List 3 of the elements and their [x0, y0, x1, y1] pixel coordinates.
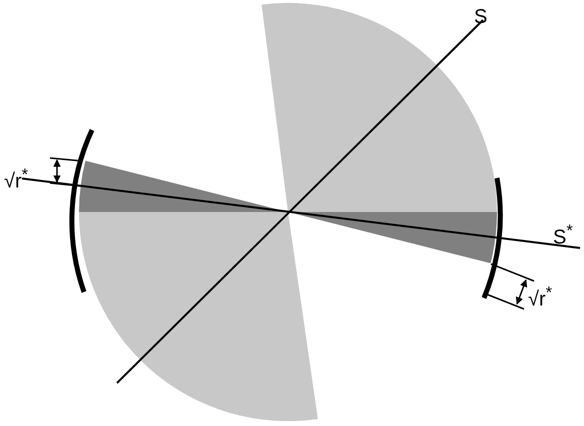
dimension-label: √r$^{*}$	[528, 282, 552, 311]
dimension-label: √r$^{*}$	[4, 164, 28, 193]
axis-label: S$^{*}$	[553, 220, 573, 249]
